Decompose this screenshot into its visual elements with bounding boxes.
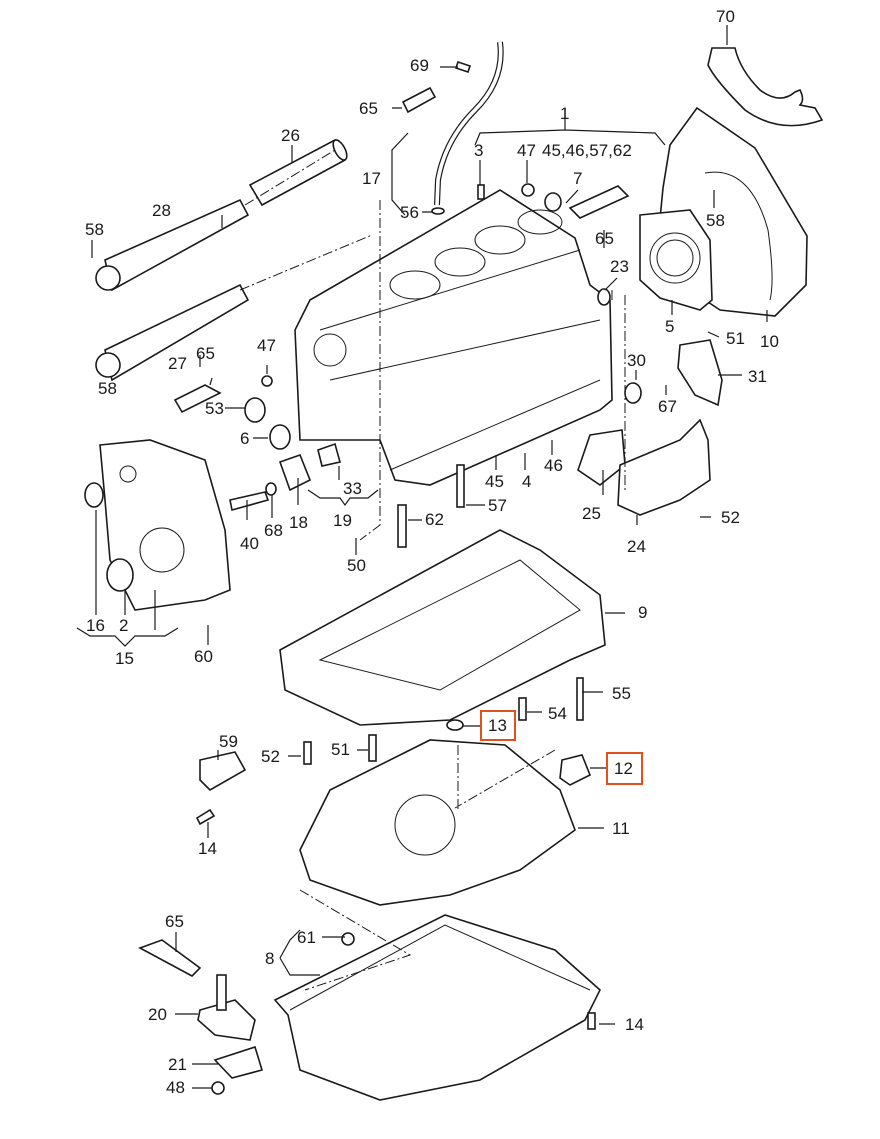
part-5-flange (639, 209, 713, 311)
callout-45: 45 (485, 472, 504, 491)
part-18-gear (278, 453, 312, 492)
callout-30: 30 (627, 351, 646, 370)
part-28-balance-shaft (104, 198, 250, 292)
callout-10: 10 (760, 332, 779, 351)
callout-54: 54 (548, 704, 567, 723)
callout-46: 46 (544, 456, 563, 475)
part-65-sealant-tube (568, 185, 630, 219)
callout-65: 65 (165, 912, 184, 931)
callout-23: 23 (610, 257, 629, 276)
callout-70: 70 (716, 7, 735, 26)
callout-56: 56 (400, 203, 419, 222)
callout-21: 21 (168, 1055, 187, 1074)
callout-47: 47 (517, 141, 536, 160)
part-1-engine-block (294, 189, 613, 486)
part-25-gasket (577, 429, 626, 486)
part-65-sealant-tube (401, 86, 437, 114)
callout-1: 1 (560, 104, 570, 123)
callout-61: 61 (297, 928, 316, 947)
callout-15: 15 (115, 649, 134, 668)
part-8-oil-pan (273, 914, 601, 1101)
callout-47: 47 (257, 336, 276, 355)
callout-57: 57 (488, 496, 507, 515)
callout-6: 6 (240, 429, 250, 448)
callout-9: 9 (638, 603, 648, 622)
callout-50: 50 (347, 556, 366, 575)
callout-69: 69 (410, 56, 429, 75)
callout-16: 16 (86, 616, 105, 635)
callout-3: 3 (474, 141, 484, 160)
part-65-sealant-tube (173, 384, 222, 414)
callout-59: 59 (219, 732, 238, 751)
part-70-shield (707, 47, 824, 127)
callout-48: 48 (166, 1078, 185, 1097)
callout-40: 40 (240, 534, 259, 553)
part-15-timing-cover (99, 439, 231, 611)
callout-60: 60 (194, 647, 213, 666)
callout-13-highlighted[interactable]: 13 (488, 716, 507, 735)
highlight-box-12 (606, 752, 643, 785)
callout-25: 25 (582, 504, 601, 523)
callout-14: 14 (198, 839, 217, 858)
callout-58: 58 (85, 220, 104, 239)
callout-52: 52 (721, 508, 740, 527)
callout-53: 53 (205, 399, 224, 418)
callout-5: 5 (665, 317, 675, 336)
callout-58: 58 (98, 379, 117, 398)
callout-4: 4 (522, 472, 532, 491)
part-20-sensor (197, 999, 256, 1041)
callout-8: 8 (265, 949, 275, 968)
callout-18: 18 (289, 513, 308, 532)
part-24-oil-filter-housing (617, 418, 711, 516)
callout-33: 33 (343, 479, 362, 498)
callout-58: 58 (706, 211, 725, 230)
part-11-baffle (299, 739, 576, 906)
part-9-ladder-frame (279, 529, 606, 726)
callout-17: 17 (362, 169, 381, 188)
highlight-box-13 (480, 710, 516, 741)
callout-65: 65 (359, 99, 378, 118)
callout-12-highlighted[interactable]: 12 (614, 759, 633, 778)
callout-7: 7 (573, 169, 583, 188)
callout-26: 26 (281, 126, 300, 145)
callout-62: 62 (425, 510, 444, 529)
part-59-oil-level-sensor (199, 751, 247, 791)
callout-2: 2 (119, 616, 129, 635)
callout-11: 11 (612, 819, 630, 838)
part-65-sealant-tube (138, 939, 202, 977)
callout-68: 68 (264, 521, 283, 540)
callout-27: 27 (168, 354, 187, 373)
callout-1-subparts: 45,46,57,62 (542, 141, 632, 160)
callout-28: 28 (152, 201, 171, 220)
callout-55: 55 (612, 684, 631, 703)
callout-52: 52 (261, 747, 280, 766)
part-31-pump-cover (677, 339, 723, 407)
callout-51: 51 (331, 740, 350, 759)
callout-19: 19 (333, 511, 352, 530)
callout-65: 65 (196, 344, 215, 363)
callout-65: 65 (595, 229, 614, 248)
callout-14: 14 (625, 1015, 644, 1034)
callout-24: 24 (627, 537, 646, 556)
callout-51: 51 (726, 329, 745, 348)
callout-67: 67 (658, 397, 677, 416)
callout-31: 31 (748, 367, 767, 386)
callout-20: 20 (148, 1005, 167, 1024)
part-12-filter-cap (559, 754, 592, 786)
